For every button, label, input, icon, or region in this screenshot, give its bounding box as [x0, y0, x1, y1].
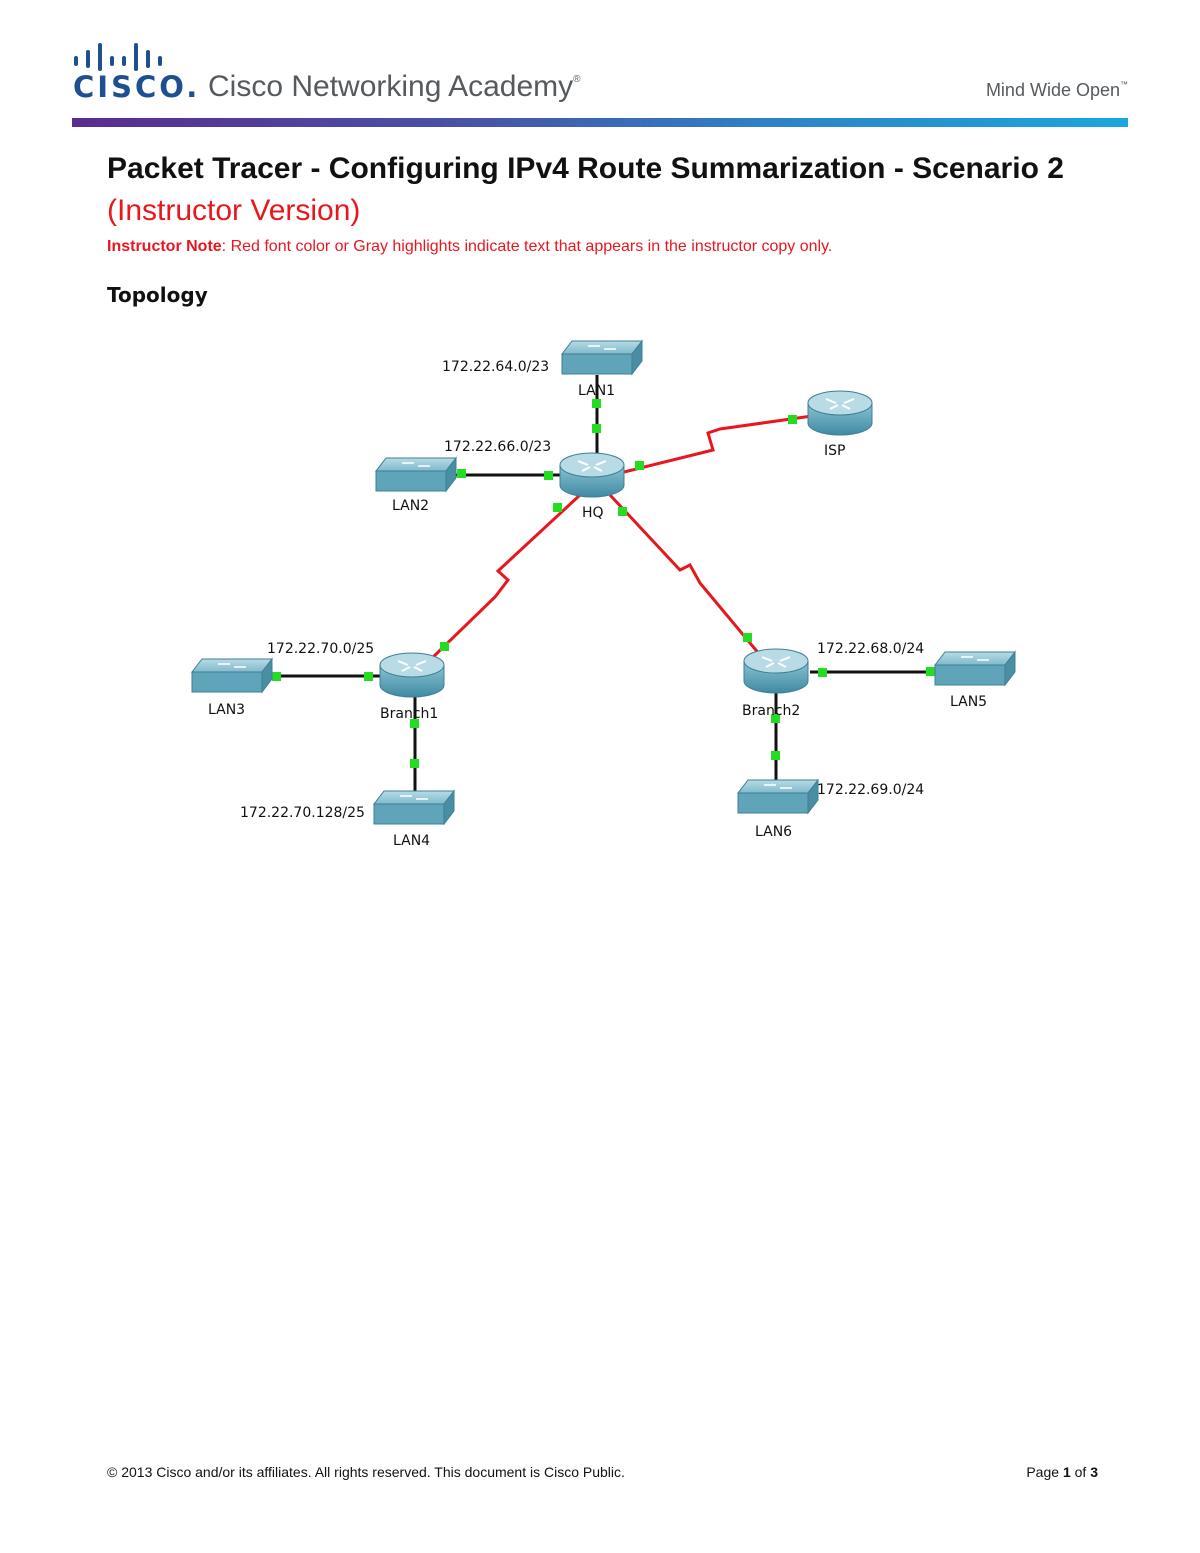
network-label-lan4: 172.22.70.128/25 [240, 805, 365, 821]
link-up-indicator [544, 471, 553, 480]
router-icon [743, 648, 809, 694]
link-up-indicator [364, 672, 373, 681]
device-label-lan1: LAN1 [578, 383, 615, 399]
switch-icon [374, 456, 458, 493]
device-label-isp: ISP [824, 443, 845, 459]
router-hq[interactable] [559, 452, 625, 498]
network-label-lan2: 172.22.66.0/23 [444, 439, 551, 455]
switch-icon [190, 657, 274, 694]
device-label-branch1: Branch1 [380, 706, 438, 722]
link-up-indicator [926, 667, 935, 676]
router-branch1[interactable] [379, 652, 445, 698]
router-branch2[interactable] [743, 648, 809, 694]
link-up-indicator [553, 503, 562, 512]
serial-links [428, 414, 813, 662]
footer-page-number: Page 1 of 3 [1026, 1464, 1098, 1480]
link-up-indicator [788, 415, 797, 424]
router-icon [559, 452, 625, 498]
router-isp[interactable] [807, 390, 873, 436]
device-label-lan4: LAN4 [393, 833, 430, 849]
topology-diagram: LAN1 LAN2 LAN3 LAN4 LAN5 LAN6 HQ ISP Bra… [190, 339, 1017, 849]
switch-lan4[interactable] [372, 789, 456, 826]
instructor-note: Instructor Note: Red font color or Gray … [107, 238, 833, 255]
router-icon [807, 390, 873, 436]
device-label-lan3: LAN3 [208, 702, 245, 718]
link-up-indicator [592, 424, 601, 433]
link-up-indicator [818, 668, 827, 677]
link-up-indicator [410, 719, 419, 728]
switch-icon [372, 789, 456, 826]
switch-icon [736, 778, 820, 815]
link-up-indicator [771, 714, 780, 723]
device-label-lan6: LAN6 [755, 824, 792, 840]
ethernet-links [268, 375, 942, 795]
router-icon [379, 652, 445, 698]
link-hq-branch2 [608, 493, 762, 656]
switch-lan2[interactable] [374, 456, 458, 493]
tagline: Mind Wide Open™ [985, 80, 1128, 100]
page-title: Packet Tracer - Configuring IPv4 Route S… [107, 152, 1064, 227]
link-up-indicator [410, 759, 419, 768]
network-label-lan6: 172.22.69.0/24 [817, 782, 924, 798]
switch-icon [560, 339, 644, 376]
page-header: CISCO. Cisco Networking Academy® Mind Wi… [0, 0, 1200, 135]
cisco-logo-wordmark: CISCO. [73, 70, 201, 104]
switch-lan3[interactable] [190, 657, 274, 694]
link-up-indicator [635, 461, 644, 470]
link-up-indicator [457, 469, 466, 478]
device-label-lan5: LAN5 [950, 694, 987, 710]
switch-lan5[interactable] [933, 650, 1017, 687]
device-label-lan2: LAN2 [392, 498, 429, 514]
link-up-indicator [272, 672, 281, 681]
link-up-indicator [592, 399, 601, 408]
network-label-lan5: 172.22.68.0/24 [817, 641, 924, 657]
switch-lan1[interactable] [560, 339, 644, 376]
link-up-indicator [618, 507, 627, 516]
link-up-indicator [440, 642, 449, 651]
link-up-indicator [743, 633, 752, 642]
header-gradient-rule [72, 118, 1128, 127]
link-hq-branch1 [428, 493, 582, 662]
cisco-logo-bars-icon [74, 43, 162, 71]
link-up-indicator [771, 751, 780, 760]
switch-lan6[interactable] [736, 778, 820, 815]
link-status-indicators [272, 399, 935, 768]
academy-name: Cisco Networking Academy® [208, 70, 581, 103]
instructor-version-label: (Instructor Version) [107, 194, 361, 227]
section-heading-topology: Topology [107, 283, 208, 307]
network-label-lan1: 172.22.64.0/23 [442, 359, 549, 375]
device-label-branch2: Branch2 [742, 703, 800, 719]
footer-copyright: © 2013 Cisco and/or its affiliates. All … [107, 1464, 625, 1480]
network-label-lan3: 172.22.70.0/25 [267, 641, 374, 657]
device-label-hq: HQ [582, 505, 604, 521]
switch-icon [933, 650, 1017, 687]
link-hq-isp [619, 414, 813, 475]
